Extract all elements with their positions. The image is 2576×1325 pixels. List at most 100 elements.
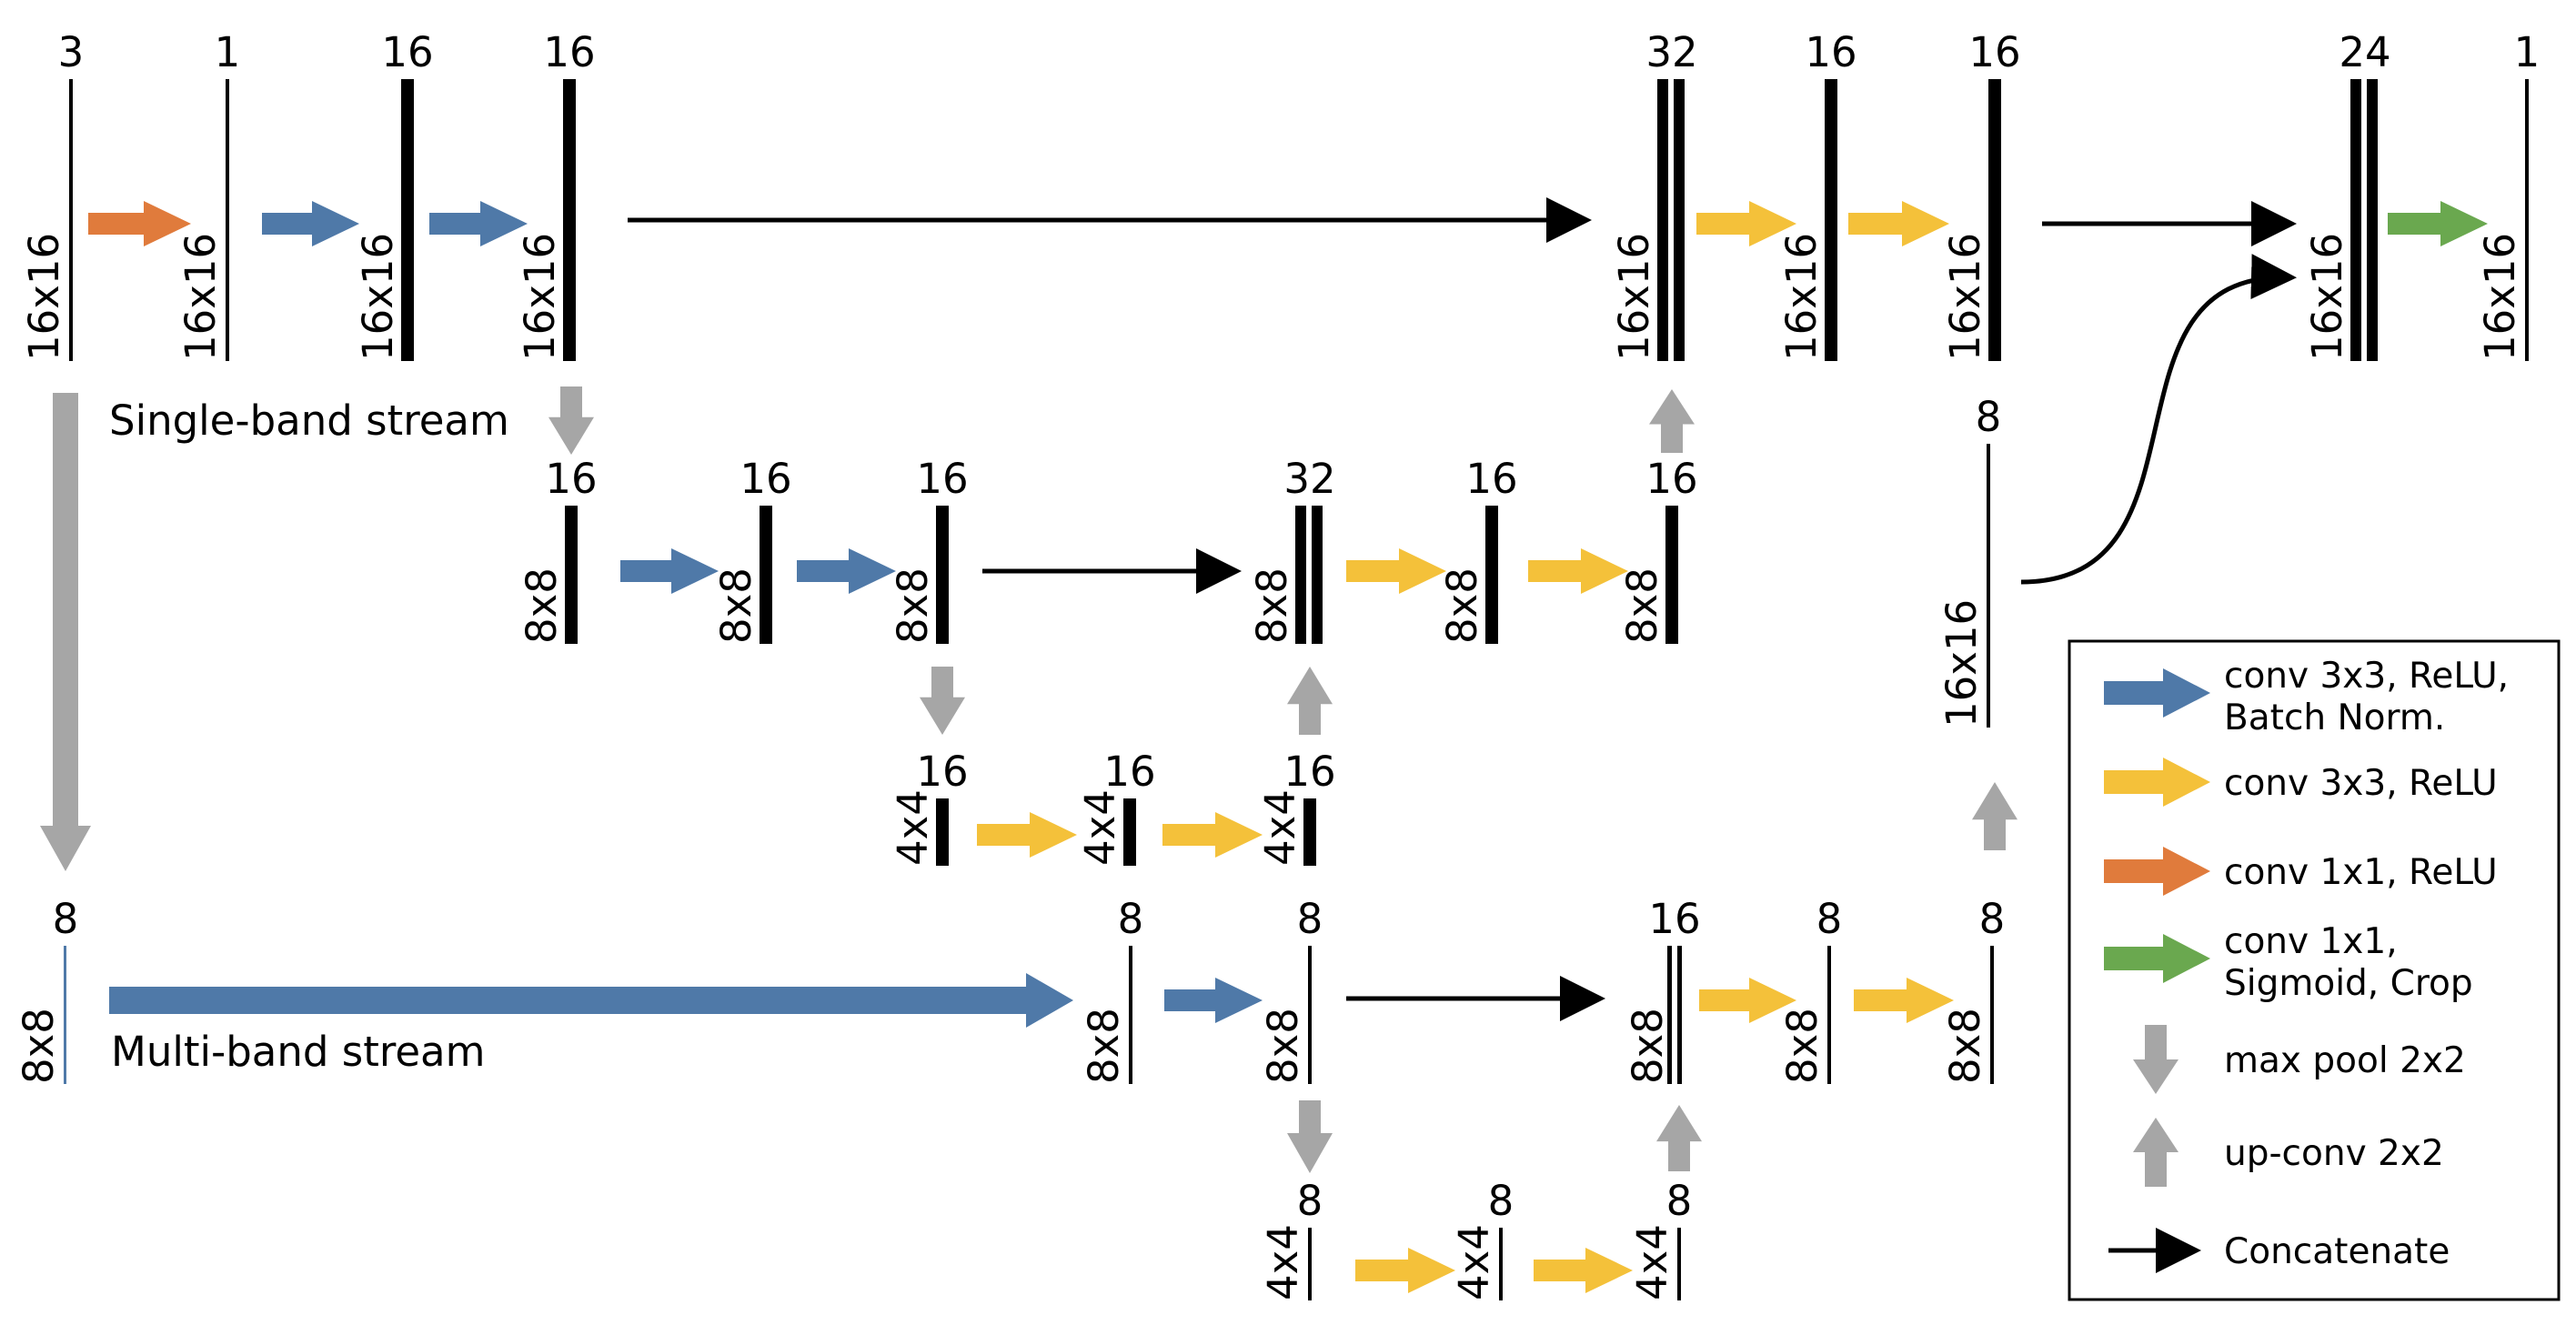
spatial-size-label: 8x8 — [1941, 1008, 1989, 1084]
legend-pool-shape — [2133, 1025, 2179, 1094]
spatial-size-label: 16x16 — [1937, 599, 1986, 728]
legend-item-conv_bn: conv 3x3, ReLU,Batch Norm. — [2104, 656, 2509, 738]
channel-count-label: 8 — [1666, 1177, 1693, 1225]
bar-rect — [565, 506, 578, 644]
legend-upconv-shape — [2133, 1118, 2179, 1187]
conv-relu-arrow — [1528, 548, 1628, 594]
spatial-size-label: 4x4 — [1628, 1224, 1676, 1300]
up-conv-arrow — [1287, 667, 1333, 735]
bar-rect — [1308, 946, 1312, 1084]
spatial-size-label: 16x16 — [1777, 233, 1826, 361]
bar-rect — [1677, 1228, 1681, 1300]
spatial-size-label: 4x4 — [889, 789, 937, 866]
feature-map-s2: 1 16x16 — [176, 28, 240, 361]
spatial-size-label: 8x8 — [1438, 567, 1486, 644]
conv-relu-arrow — [1355, 1248, 1455, 1293]
legend-label: Sigmoid, Crop — [2224, 963, 2473, 1004]
up-conv-arrow — [1656, 1105, 1702, 1171]
channel-count-label: 8 — [1816, 895, 1843, 943]
bar-rect — [1827, 946, 1831, 1084]
spatial-size-label: 8x8 — [1080, 1008, 1128, 1084]
bar-rect-right — [1674, 79, 1685, 361]
channel-count-label: 16 — [1283, 748, 1335, 796]
legend-label: max pool 2x2 — [2224, 1040, 2466, 1081]
bar-rect-right — [2367, 79, 2378, 361]
spatial-size-label: 8x8 — [1624, 1008, 1672, 1084]
legend-item-concat: Concatenate — [2108, 1228, 2450, 1273]
bar-rect — [1129, 946, 1132, 1084]
spatial-size-label: 16x16 — [516, 233, 564, 361]
conv-bn-arrow — [797, 548, 896, 594]
channel-count-label: 16 — [1103, 748, 1155, 796]
spatial-size-label: 8x8 — [1618, 567, 1666, 644]
feature-map-m3: 16 8x8 — [1624, 895, 1701, 1084]
spatial-size-label: 16x16 — [1610, 233, 1658, 361]
legend-arrow-shape — [2104, 934, 2210, 983]
spatial-size-label: 16x16 — [2476, 233, 2524, 361]
conv-relu-arrow — [1699, 978, 1796, 1023]
channel-count-label: 8 — [1488, 1177, 1514, 1225]
channel-count-label: 32 — [1645, 28, 1697, 76]
spatial-size-label: 8x8 — [518, 567, 566, 644]
bar-rect — [226, 79, 229, 361]
channel-count-label: 16 — [1648, 895, 1700, 943]
legend-pool-icon — [2133, 1025, 2179, 1094]
spatial-size-label: 8x8 — [1778, 1008, 1826, 1084]
conv-bn-arrow — [1164, 978, 1263, 1023]
spatial-size-label: 4x4 — [1256, 789, 1304, 866]
conv-1x1-relu-arrow — [88, 201, 191, 246]
bar-rect — [1825, 79, 1837, 361]
channel-count-label: 1 — [2514, 28, 2541, 76]
bar-rect-right — [1312, 506, 1323, 644]
max-pool-arrow — [920, 667, 965, 735]
spatial-size-label: 4x4 — [1076, 789, 1124, 866]
spatial-size-label: 16x16 — [2303, 233, 2351, 361]
conv-bn-arrow — [262, 201, 359, 246]
channel-count-label: 8 — [1297, 1177, 1323, 1225]
spatial-size-label: 8x8 — [889, 567, 937, 644]
max-pool-arrow — [1287, 1100, 1333, 1173]
channel-count-label: 16 — [916, 455, 968, 503]
legend-item-conv_1x1_relu: conv 1x1, ReLU — [2104, 847, 2498, 896]
channel-count-label: 3 — [58, 28, 85, 76]
channel-count-label: 16 — [916, 748, 968, 796]
spatial-size-label: 8x8 — [1248, 567, 1296, 644]
channel-count-label: 1 — [215, 28, 241, 76]
feature-map-s5: 32 16x16 — [1610, 28, 1698, 361]
channel-count-label: 8 — [1118, 895, 1144, 943]
spatial-size-label: 16x16 — [176, 233, 225, 361]
feature-map-s6: 16 16x16 — [1777, 28, 1857, 361]
feature-map-s9: 1 16x16 — [2476, 28, 2540, 361]
channel-count-label: 8 — [1979, 895, 2006, 943]
operation-arrows — [40, 197, 2488, 1293]
bar-rect — [1499, 1228, 1503, 1300]
bar-rect — [1990, 946, 1994, 1084]
feature-map-m1: 8 8x8 — [1080, 895, 1143, 1084]
legend-arrow-shape — [2104, 847, 2210, 896]
legend-label: Batch Norm. — [2224, 698, 2445, 738]
conv-bn-arrow — [429, 201, 528, 246]
spatial-size-label: 8x8 — [15, 1008, 63, 1084]
bar-rect — [64, 946, 66, 1084]
conv-bn-arrow — [620, 548, 719, 594]
conv-relu-arrow — [1848, 201, 1949, 246]
bar-rect — [1988, 79, 2001, 361]
spatial-size-label: 8x8 — [1259, 1008, 1307, 1084]
multi-band-stream-label: Multi-band stream — [111, 1028, 485, 1076]
channel-count-label: 16 — [1805, 28, 1857, 76]
bar-rect-left — [1295, 506, 1306, 644]
channel-count-label: 16 — [1968, 28, 2020, 76]
